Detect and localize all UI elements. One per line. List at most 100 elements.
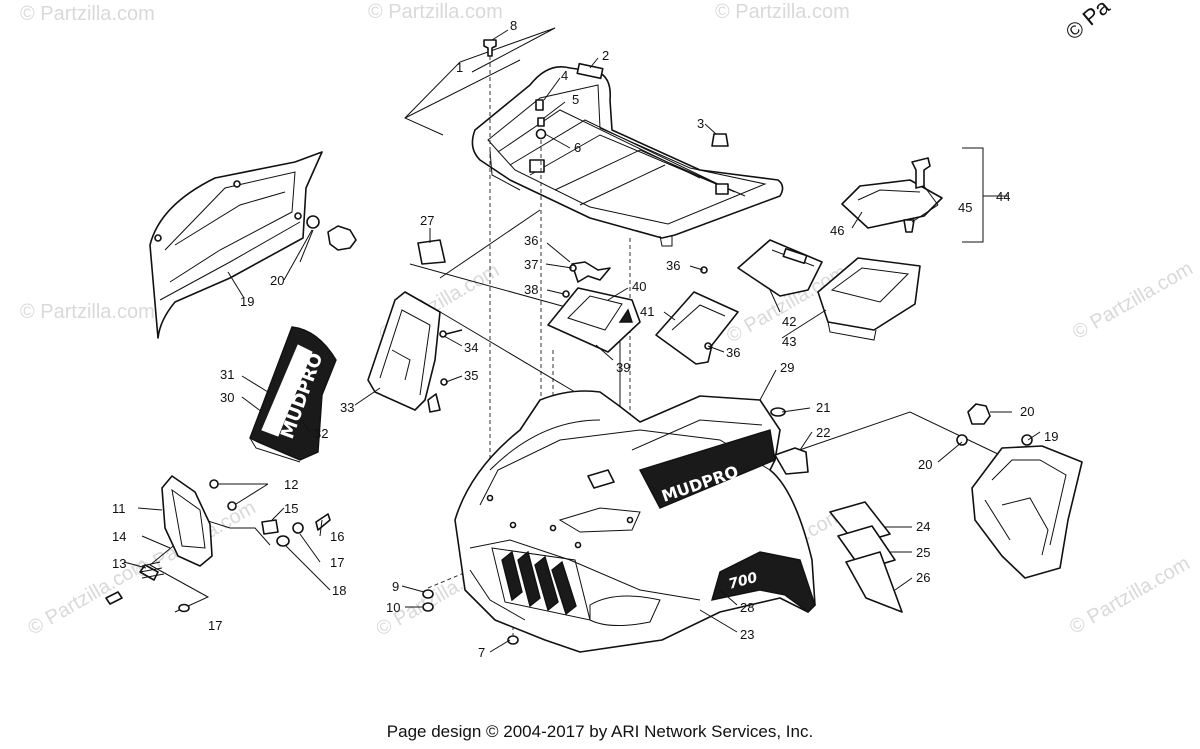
callout-28: 28 <box>740 600 754 615</box>
screw-34-icon <box>439 330 447 338</box>
grommet-icon <box>1021 434 1033 446</box>
callout-17: 17 <box>208 618 222 633</box>
callout-19: 19 <box>1044 429 1058 444</box>
callout-8: 8 <box>510 18 517 33</box>
callout-5: 5 <box>572 92 579 107</box>
callout-46: 46 <box>830 223 844 238</box>
callout-26: 26 <box>916 570 930 585</box>
callout-19: 19 <box>240 294 254 309</box>
callout-38: 38 <box>524 282 538 297</box>
page-footer: Page design © 2004-2017 by ARI Network S… <box>386 722 814 741</box>
left-side-panel <box>149 151 323 339</box>
rubber-bumper-icon <box>711 133 729 147</box>
screw-icon <box>483 39 497 57</box>
model-badge: 700 <box>727 570 760 593</box>
grommet-icon <box>276 535 290 547</box>
nut-icon <box>261 519 279 535</box>
adjuster-screw-icon <box>105 591 123 605</box>
callout-22: 22 <box>816 425 830 440</box>
leader-lines <box>123 29 1041 653</box>
callout-20: 20 <box>918 457 932 472</box>
callout-labels: 1 2 3 4 5 6 7 8 9 10 11 12 13 14 15 16 1… <box>112 18 1058 660</box>
callout-27: 27 <box>420 213 434 228</box>
callout-32: 32 <box>314 426 328 441</box>
watermark: © Partzilla.com <box>20 3 155 25</box>
callout-43: 43 <box>782 334 796 349</box>
callout-4: 4 <box>561 68 568 83</box>
corner-copyright: © Pa <box>1061 0 1115 45</box>
callout-34: 34 <box>464 340 478 355</box>
washer-icon <box>422 589 434 599</box>
rack-cap <box>576 62 604 80</box>
nut-icon <box>422 602 434 612</box>
right-fasteners-20 <box>956 403 1033 446</box>
callout-14: 14 <box>112 529 126 544</box>
screw-icon <box>209 479 219 489</box>
watermark: © Partzilla.com <box>20 301 155 323</box>
bolt-icon <box>315 513 331 531</box>
callout-10: 10 <box>386 600 400 615</box>
callout-36: 36 <box>726 345 740 360</box>
headlight-assembly <box>105 475 331 613</box>
watermark: © Partzilla.com <box>1069 257 1197 343</box>
callout-30: 30 <box>220 390 234 405</box>
bolt-icon <box>535 99 544 111</box>
callout-20: 20 <box>1020 404 1034 419</box>
callout-3: 3 <box>697 116 704 131</box>
rack-clip <box>715 183 729 195</box>
rack-mount <box>529 159 545 173</box>
storage-tray-cover <box>737 239 823 297</box>
callout-1: 1 <box>456 60 463 75</box>
callout-9: 9 <box>392 579 399 594</box>
decal-set <box>829 501 903 613</box>
callout-6: 6 <box>574 140 581 155</box>
fastener-icon <box>903 219 915 233</box>
parts-diagram: © Partzilla.com © Partzilla.com © Partzi… <box>20 0 1197 660</box>
grommet-icon <box>956 434 968 446</box>
callout-31: 31 <box>220 367 234 382</box>
callout-13: 13 <box>112 556 126 571</box>
callout-42: 42 <box>782 314 796 329</box>
grommet-icon <box>306 215 320 229</box>
callout-16: 16 <box>330 529 344 544</box>
callout-25: 25 <box>916 545 930 560</box>
callout-40: 40 <box>632 279 646 294</box>
rack-hardware <box>483 39 729 147</box>
storage-bin <box>817 257 921 341</box>
callout-7: 7 <box>478 645 485 660</box>
clip-nut-icon <box>967 403 991 425</box>
callout-29: 29 <box>780 360 794 375</box>
latch-icon <box>571 261 611 283</box>
watermark: © Partzilla.com <box>1066 552 1194 638</box>
callout-11: 11 <box>112 501 126 516</box>
inner-fender-panel <box>367 291 463 413</box>
mount-bracket <box>770 407 809 475</box>
decal-27 <box>417 239 446 265</box>
callout-23: 23 <box>740 627 754 642</box>
washer-icon <box>292 522 304 534</box>
right-side-panel <box>971 445 1083 579</box>
callout-2: 2 <box>602 48 609 63</box>
callout-36: 36 <box>666 258 680 273</box>
callout-33: 33 <box>340 400 354 415</box>
nut-icon <box>507 635 519 645</box>
callout-17: 17 <box>330 555 344 570</box>
watermark: © Partzilla.com <box>715 1 850 23</box>
callout-12: 12 <box>284 477 298 492</box>
callout-20: 20 <box>270 273 284 288</box>
callout-21: 21 <box>816 400 830 415</box>
callout-18: 18 <box>332 583 346 598</box>
callout-39: 39 <box>616 360 630 375</box>
callout-24: 24 <box>916 519 930 534</box>
screw-icon <box>227 501 237 511</box>
washer-icon <box>535 128 547 140</box>
assembly-bracket-1 <box>404 27 556 136</box>
access-cover <box>655 266 739 365</box>
callout-44: 44 <box>996 189 1010 204</box>
left-shroud: MUDPRO <box>249 326 337 463</box>
callout-41: 41 <box>640 304 654 319</box>
callout-45: 45 <box>958 200 972 215</box>
clip-nut-icon <box>327 225 357 251</box>
washer-icon <box>178 603 190 613</box>
left-fastener-20 <box>299 215 357 263</box>
